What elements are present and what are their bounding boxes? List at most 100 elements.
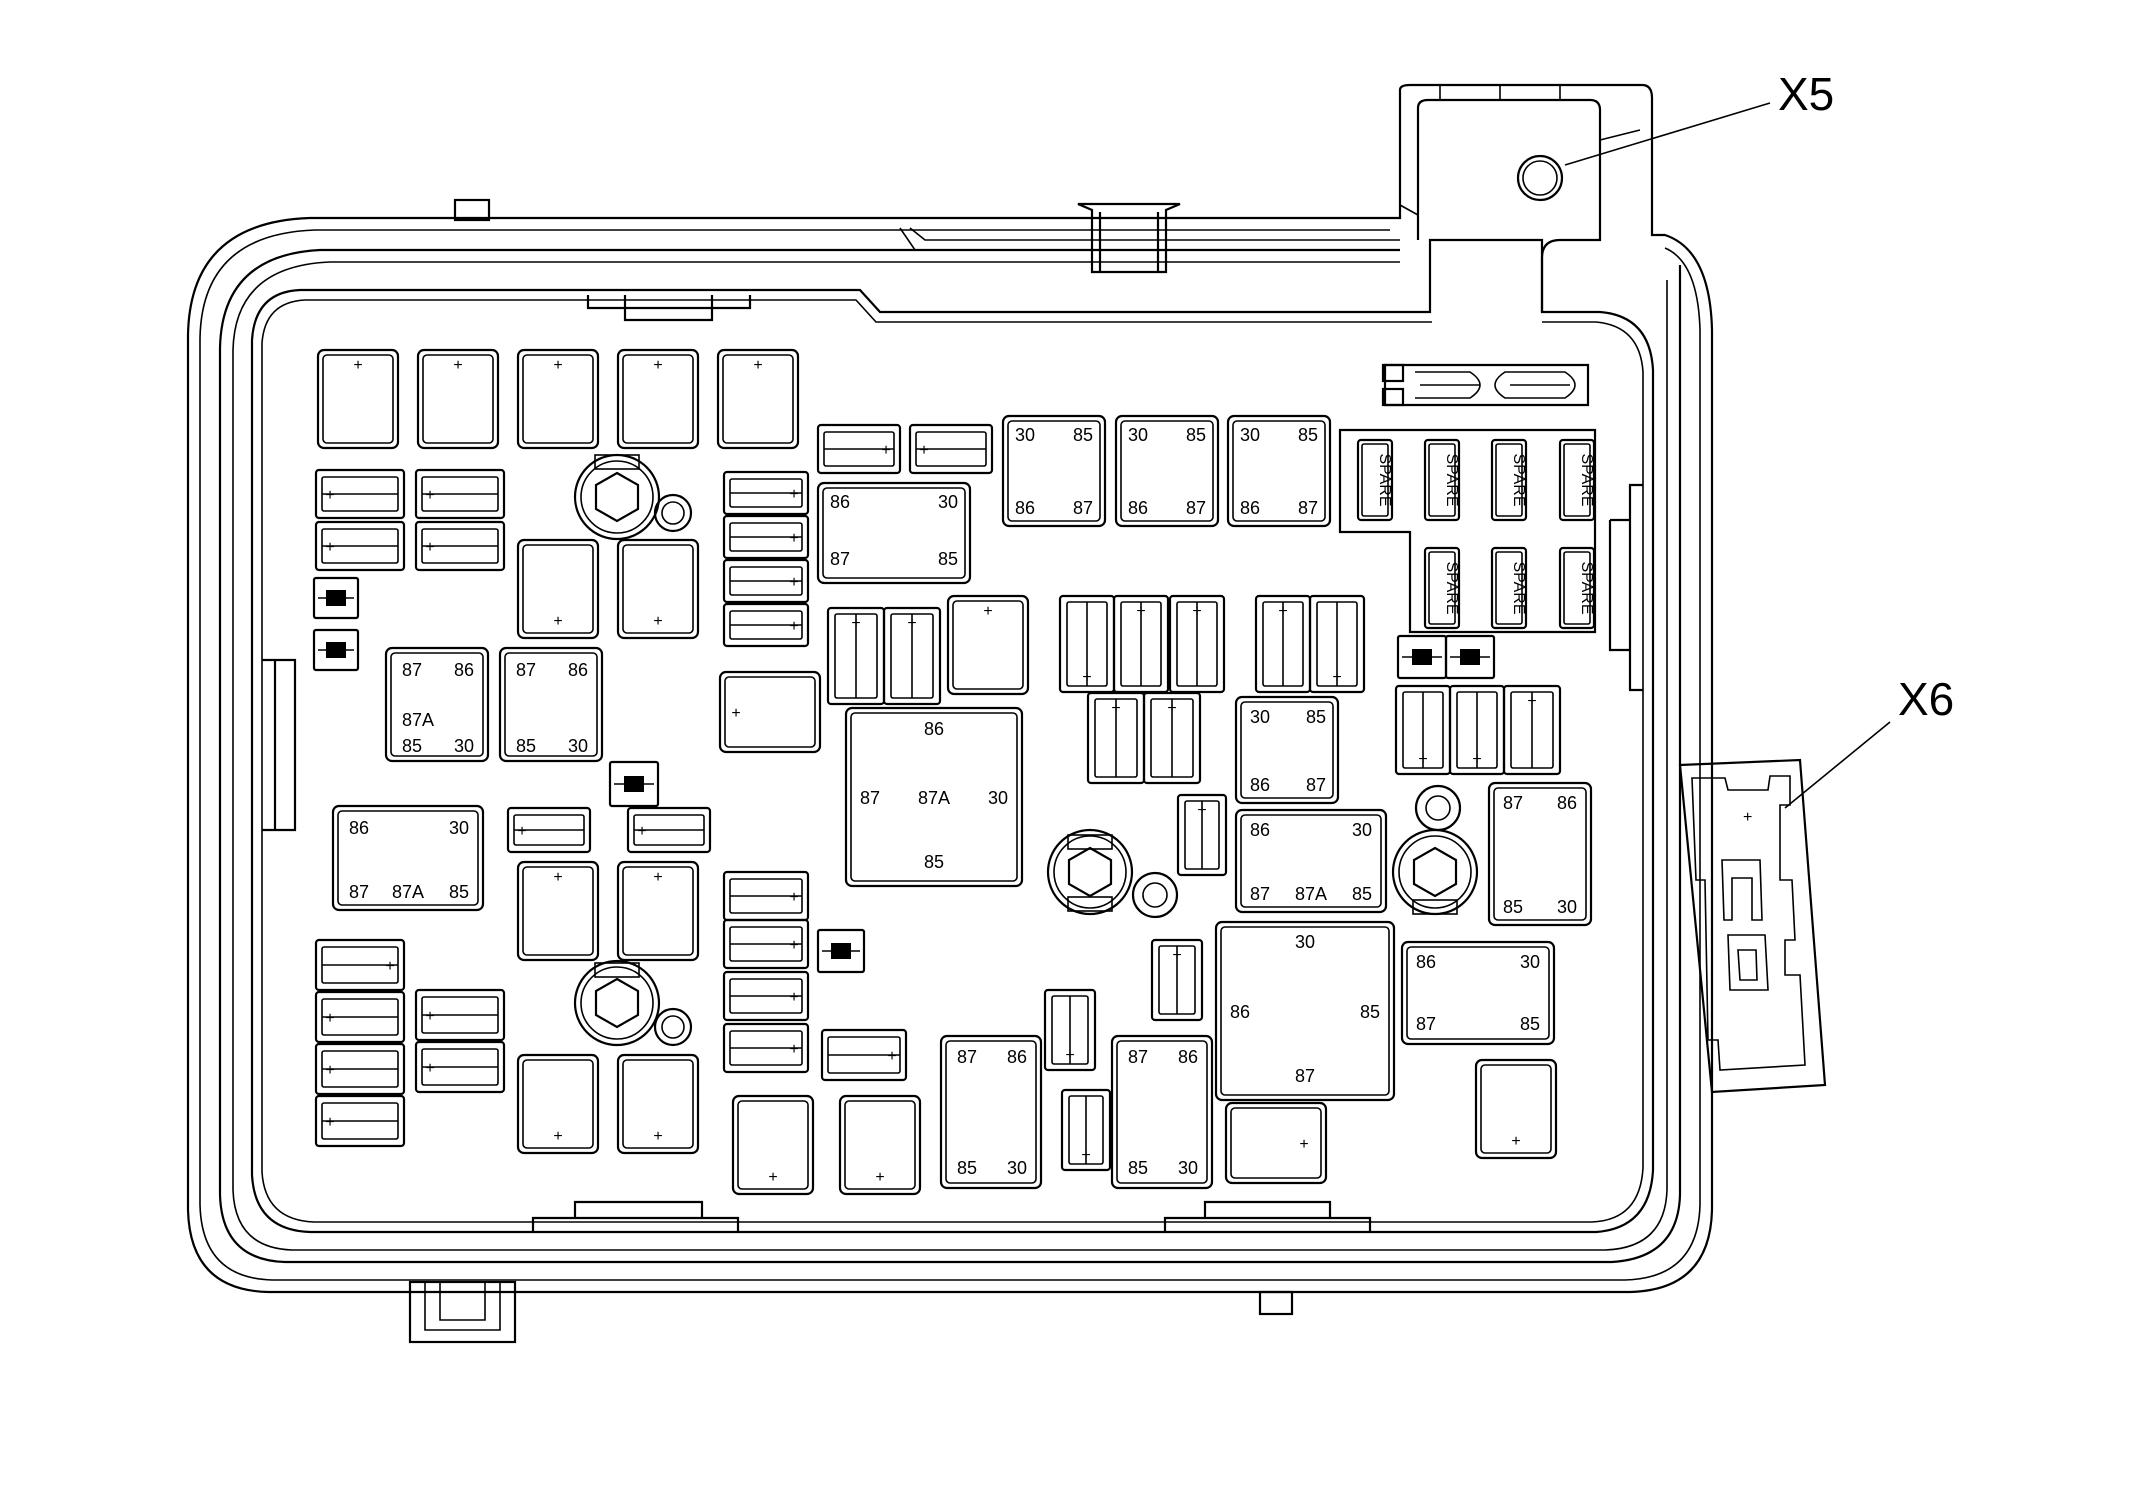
spare-label: SPARE xyxy=(1510,561,1527,614)
relay-pin-86: 86 xyxy=(1178,1047,1198,1067)
square-fuse-11: + xyxy=(616,860,700,962)
relay-pin-30: 30 xyxy=(938,492,958,512)
relay-pin-30: 30 xyxy=(1015,425,1035,445)
fuse-plus: + xyxy=(731,705,740,722)
mini-fuse-12: + xyxy=(626,806,712,854)
mini-fuse-25: + xyxy=(882,606,942,706)
square-fuse-3: + xyxy=(516,348,600,450)
mini-fuse-plus: + xyxy=(789,486,798,503)
housing-tab-bottom-left-inner xyxy=(424,1282,501,1331)
mini-fuse-plus: + xyxy=(425,1008,434,1025)
spare-fuse-6: SPARE xyxy=(1490,546,1528,630)
x5-tower xyxy=(1416,98,1602,312)
square-fuse-6: + xyxy=(516,538,600,640)
mini-fuse-plus: + xyxy=(425,539,434,556)
hex-stud-center xyxy=(1046,828,1134,916)
relay-pin-30: 30 xyxy=(568,736,588,756)
square-fuse-10: + xyxy=(516,860,600,962)
mini-fuse-plus: + xyxy=(1418,751,1427,768)
relay-pin-85: 85 xyxy=(1073,425,1093,445)
mini-fuse-8: + xyxy=(722,602,810,648)
mini-fuse-9: + xyxy=(816,423,902,475)
relay-pin-87: 87 xyxy=(830,549,850,569)
relay-pin-85: 85 xyxy=(1352,884,1372,904)
relay-pin-86: 86 xyxy=(1250,775,1270,795)
relay-pin-30: 30 xyxy=(1250,707,1270,727)
square-fuse-16: + xyxy=(1224,1101,1328,1185)
ring-stud-center xyxy=(1131,871,1179,919)
mini-fuse-19: + xyxy=(314,1042,406,1096)
mini-fuse-plus: + xyxy=(1082,669,1091,686)
housing-tab-bottom-left xyxy=(408,1280,517,1344)
mini-fuse-plus: + xyxy=(637,823,646,840)
mini-fuse-plus: + xyxy=(789,937,798,954)
relay-pin-86: 86 xyxy=(568,660,588,680)
relay-pin-87: 87 xyxy=(1295,1066,1315,1086)
relay-pin-86: 86 xyxy=(1230,1002,1250,1022)
mini-fuse-plus: + xyxy=(789,530,798,547)
fuse-plus: + xyxy=(353,357,362,374)
relay-pin-87: 87 xyxy=(1186,498,1206,518)
relay-pin-30: 30 xyxy=(1128,425,1148,445)
mini-fuse-3: + xyxy=(414,468,506,520)
mini-fuse-plus: + xyxy=(325,1010,334,1027)
diode-2 xyxy=(312,628,360,672)
fuse-puller xyxy=(1381,363,1590,407)
mini-fuse-plus: + xyxy=(881,442,890,459)
square-fuse-17: + xyxy=(1474,1058,1558,1160)
fuse-plus: + xyxy=(653,1128,662,1145)
housing-outer-wall xyxy=(186,83,1714,1294)
mini-fuse-15: + xyxy=(722,970,810,1022)
spare-fuse-2: SPARE xyxy=(1423,438,1461,522)
mini-fuse-31: + xyxy=(1086,691,1146,785)
x6-connector xyxy=(1678,758,1827,1094)
mini-fuse-plus: + xyxy=(325,539,334,556)
mini-fuse-plus: + xyxy=(907,615,916,632)
spare-panel xyxy=(1338,428,1597,634)
square-fuse-5: + xyxy=(716,348,800,450)
housing: + xyxy=(186,83,1827,1344)
mini-fuse-23: + xyxy=(820,1028,908,1082)
relay-pin-86: 86 xyxy=(1250,820,1270,840)
housing-latch-top xyxy=(586,295,752,322)
fuse-plus: + xyxy=(1299,1136,1308,1153)
mini-fuse-plus: + xyxy=(789,989,798,1006)
mini-fuse-plus: + xyxy=(789,1041,798,1058)
mini-fuse-6: + xyxy=(722,514,810,560)
relay-pin-85: 85 xyxy=(1360,1002,1380,1022)
spare-label: SPARE xyxy=(1510,453,1527,506)
relay-pin-30: 30 xyxy=(1295,932,1315,952)
relay-pin-87: 87 xyxy=(1250,884,1270,904)
housing-tab-top-left xyxy=(453,198,491,222)
housing-latch-left xyxy=(262,658,297,832)
relay-pin-30: 30 xyxy=(988,788,1008,808)
mini-fuse-plus: + xyxy=(1278,603,1287,620)
fuse-plus: + xyxy=(553,613,562,630)
relay-pin-87: 87 xyxy=(1416,1014,1436,1034)
relay-pin-30: 30 xyxy=(1352,820,1372,840)
diode-3 xyxy=(608,760,660,808)
spare-label: SPARE xyxy=(1578,561,1595,614)
x6-callout-label: X6 xyxy=(1898,673,1954,725)
relay-pin-86: 86 xyxy=(1557,793,1577,813)
diode-4 xyxy=(816,928,866,974)
callouts: X5 X6 xyxy=(1564,68,1954,809)
spare-label: SPARE xyxy=(1443,561,1460,614)
relay-pin-30: 30 xyxy=(1240,425,1260,445)
mini-fuse-7: + xyxy=(722,558,810,604)
housing-tab-bottom-right xyxy=(1258,1290,1294,1316)
x5-stud-inner xyxy=(1522,160,1558,196)
relay-pin-86: 86 xyxy=(1240,498,1260,518)
spare-fuse-3: SPARE xyxy=(1490,438,1528,522)
mini-fuse-34: + xyxy=(1448,684,1506,776)
mini-fuse-21: + xyxy=(414,988,506,1042)
